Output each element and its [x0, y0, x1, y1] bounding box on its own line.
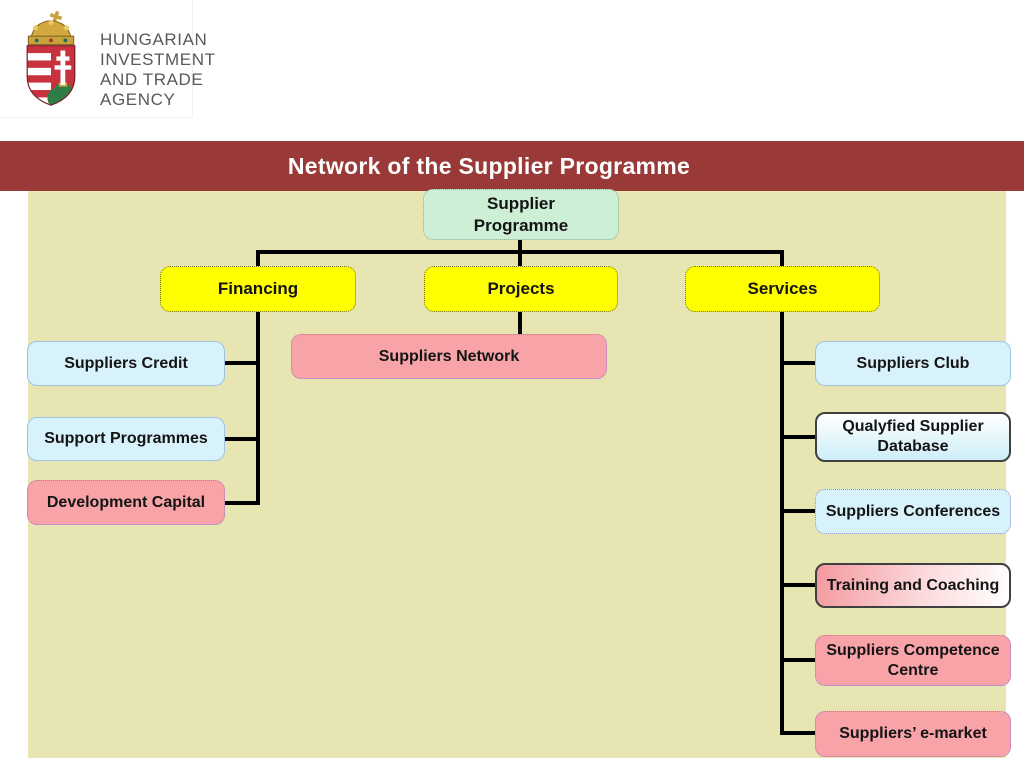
- node-label: Supplier: [486, 194, 555, 214]
- slide-title: Network of the Supplier Programme: [287, 152, 691, 179]
- agency-name-line: AND TRADE: [100, 70, 204, 89]
- connector-line: [224, 437, 258, 441]
- agency-logo: HUNGARIAN INVESTMENT AND TRADE AGENCY: [0, 0, 215, 118]
- node-label: Suppliers’ e-market: [839, 725, 987, 742]
- connector-line: [780, 250, 784, 267]
- node-label: Suppliers Network: [378, 347, 520, 365]
- connector-line: [224, 501, 258, 505]
- hungarian-coat-of-arms-icon: [26, 10, 76, 106]
- node-development-capital: Development Capital: [27, 480, 225, 525]
- node-suppliers-competence-centre: Suppliers Competence Centre: [815, 635, 1011, 686]
- agency-name-line: HUNGARIAN: [100, 30, 208, 49]
- node-supplier-programme: Supplier Programme: [423, 189, 619, 240]
- header-area: HUNGARIAN INVESTMENT AND TRADE AGENCY: [0, 0, 1024, 141]
- node-suppliers-club: Suppliers Club: [815, 341, 1011, 386]
- connector-line: [518, 250, 522, 267]
- node-suppliers-credit: Suppliers Credit: [27, 341, 225, 386]
- node-suppliers-e-market: Suppliers’ e-market: [815, 711, 1011, 757]
- node-label: Database: [877, 438, 949, 455]
- agency-name-line: AGENCY: [100, 90, 176, 109]
- connector-line: [784, 509, 816, 513]
- node-suppliers-conferences: Suppliers Conferences: [815, 489, 1011, 534]
- connector-line: [784, 731, 816, 735]
- connector-line: [224, 361, 258, 365]
- node-label: Support Programmes: [44, 430, 208, 447]
- node-label: Programme: [473, 215, 569, 235]
- node-label: Training and Coaching: [826, 576, 1000, 594]
- node-label: Suppliers Club: [856, 354, 970, 372]
- node-label: Centre: [887, 661, 939, 679]
- connector-line: [784, 361, 816, 365]
- node-label: Suppliers Competence: [826, 641, 1000, 659]
- node-financing: Financing: [160, 266, 356, 312]
- node-suppliers-network: Suppliers Network: [291, 334, 607, 379]
- agency-name: HUNGARIAN INVESTMENT AND TRADE AGENCY: [100, 30, 216, 110]
- node-support-programmes: Support Programmes: [27, 417, 225, 461]
- connector-line: [518, 312, 522, 336]
- connector-line: [780, 312, 784, 735]
- connector-line: [784, 435, 816, 439]
- node-label: Financing: [217, 279, 299, 299]
- node-projects: Projects: [424, 266, 618, 312]
- node-label: Suppliers Conferences: [825, 502, 1001, 520]
- node-qualyfied-supplier-database: Qualyfied Supplier Database: [815, 412, 1011, 462]
- connector-line: [784, 583, 816, 587]
- connector-line: [256, 250, 260, 267]
- node-label: Projects: [487, 279, 555, 299]
- node-training-and-coaching: Training and Coaching: [815, 563, 1011, 608]
- connector-line: [784, 658, 816, 662]
- node-services: Services: [685, 266, 880, 312]
- agency-name-line: INVESTMENT: [100, 50, 216, 69]
- connector-line: [256, 312, 260, 505]
- node-label: Suppliers Credit: [64, 354, 188, 372]
- slide-title-bar: Network of the Supplier Programme: [0, 141, 1024, 191]
- node-label: Services: [747, 279, 818, 299]
- node-label: Qualyfied Supplier: [842, 418, 984, 435]
- node-label: Development Capital: [46, 493, 206, 511]
- connector-line: [518, 240, 522, 252]
